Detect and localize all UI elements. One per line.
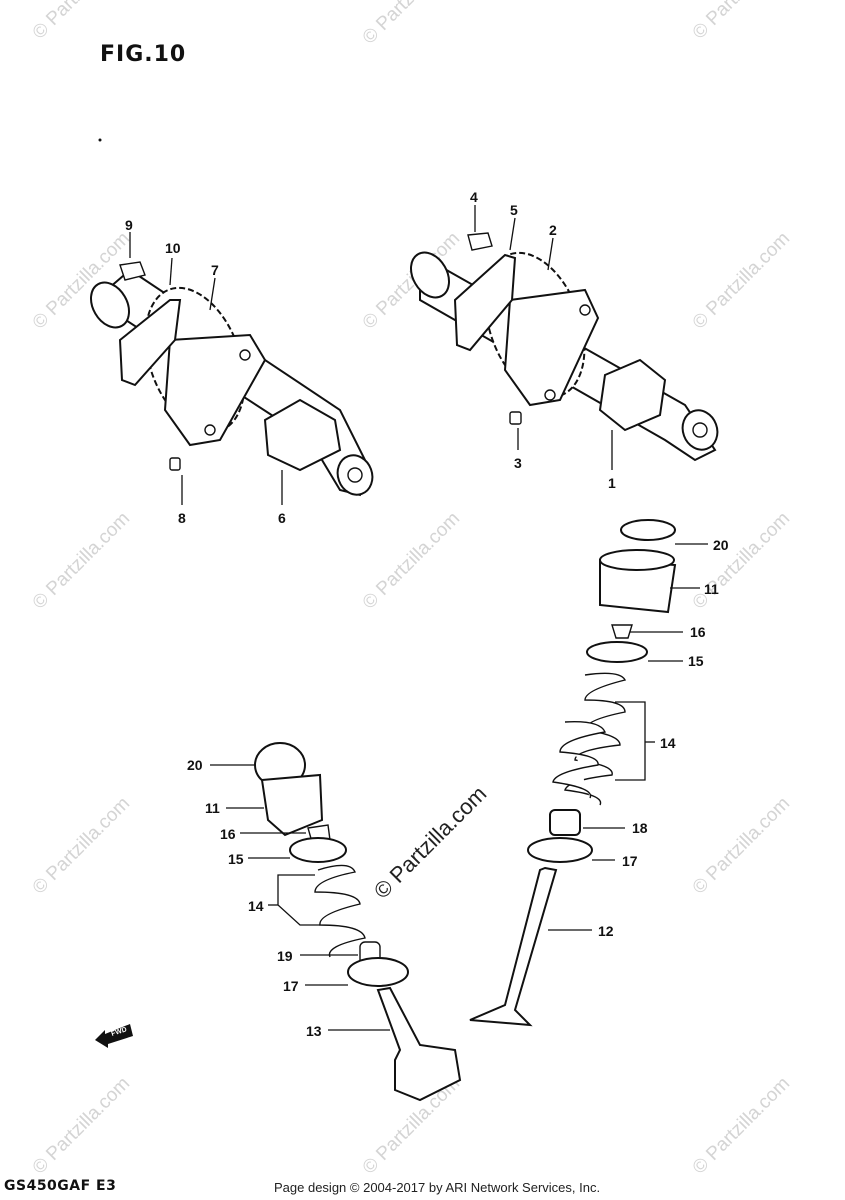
watermark: © Partzilla.com (689, 793, 794, 898)
left-camshaft-assembly (90, 261, 374, 497)
watermark-center: © Partzilla.com (369, 781, 492, 904)
fwd-label: FWD (110, 1026, 127, 1038)
callout-13: 13 (306, 1023, 322, 1039)
callout-12: 12 (598, 923, 614, 939)
watermark: © Partzilla.com (29, 508, 134, 613)
callout-19: 19 (277, 948, 293, 964)
callout-15-left: 15 (228, 851, 244, 867)
watermark: © Partzilla.com (689, 1073, 794, 1178)
callout-3: 3 (514, 455, 522, 471)
watermark: © Partzilla.com (29, 0, 134, 44)
callout-8: 8 (178, 510, 186, 526)
callout-9: 9 (125, 217, 133, 233)
callout-1: 1 (608, 475, 616, 491)
callout-17-left: 17 (283, 978, 299, 994)
callout-4: 4 (470, 189, 478, 205)
callout-6: 6 (278, 510, 286, 526)
watermark: © Partzilla.com (689, 0, 794, 44)
leader-lines (129, 205, 708, 1031)
callout-16: 16 (690, 624, 706, 640)
callout-18: 18 (632, 820, 648, 836)
callout-7: 7 (211, 262, 219, 278)
callout-14-left: 14 (248, 898, 264, 914)
callout-5: 5 (510, 202, 518, 218)
model-code: GS450GAF E3 (4, 1178, 117, 1194)
callout-10: 10 (165, 240, 181, 256)
fwd-arrow-icon: FWD (95, 1024, 133, 1048)
callout-20: 20 (713, 537, 729, 553)
left-valve-assembly (254, 742, 462, 1102)
watermark: © Partzilla.com (29, 793, 134, 898)
callout-14: 14 (660, 735, 676, 751)
callout-11-left: 11 (205, 800, 220, 816)
stray-dot (98, 138, 102, 142)
callout-labels: 9 10 7 8 6 4 5 2 3 1 20 11 16 15 14 18 1… (125, 189, 729, 1039)
watermark-group: © Partzilla.com © Partzilla.com © Partzi… (29, 0, 794, 1179)
watermark: © Partzilla.com (689, 228, 794, 333)
callout-15: 15 (688, 653, 704, 669)
callout-16-left: 16 (220, 826, 236, 842)
callout-20-left: 20 (187, 757, 203, 773)
watermark: © Partzilla.com (359, 0, 464, 49)
watermark: © Partzilla.com (359, 508, 464, 613)
watermark: © Partzilla.com (689, 508, 794, 613)
right-valve-assembly (469, 519, 677, 1027)
footer-credit: Page design © 2004-2017 by ARI Network S… (274, 1180, 601, 1195)
figure-title: FIG.10 (100, 42, 187, 67)
callout-2: 2 (549, 222, 557, 238)
callout-11: 11 (704, 581, 719, 597)
callout-17: 17 (622, 853, 638, 869)
watermark: © Partzilla.com (29, 1073, 134, 1178)
right-camshaft-assembly (410, 232, 719, 462)
